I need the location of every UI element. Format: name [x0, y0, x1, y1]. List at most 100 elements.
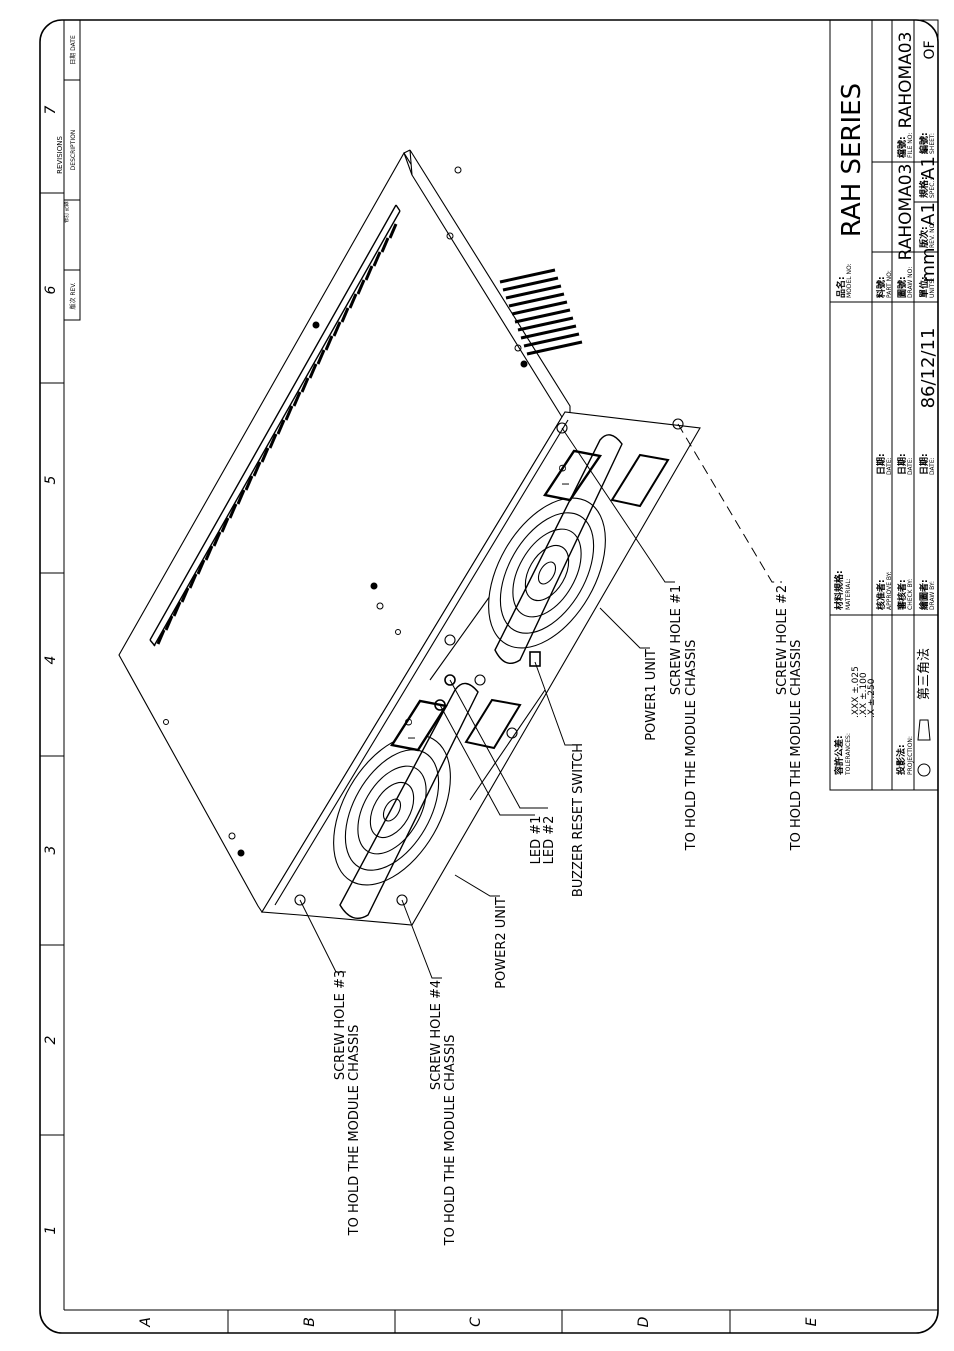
fileno-label: FILE NO:: [907, 133, 914, 158]
projection-label: PROJECTION:: [907, 736, 914, 775]
revision-desc-cn: 修訂 記錄: [63, 201, 70, 223]
units-cn: 單位:: [918, 276, 930, 298]
power1-switch: [543, 449, 603, 502]
side-vent-slots: [499, 268, 583, 356]
zone-number: 3: [43, 846, 59, 855]
buzzer-label: BUZZER RESET SWITCH: [571, 743, 586, 897]
part-label: PART NO:: [886, 270, 893, 298]
zone-numbers: 1 2 3 4 5 6 7: [43, 105, 59, 1234]
check-cn: 審核者:: [896, 579, 908, 611]
sheet-cn: 編號:: [918, 132, 930, 154]
sheet-value: OF: [922, 40, 938, 59]
material-label: MATERIAL:: [845, 578, 852, 610]
draw-label: DRAW BY:: [929, 581, 936, 610]
approve-label: APPROVE BY:: [886, 571, 893, 610]
date-value: 86/12/11: [918, 328, 939, 409]
rev-label: REV. NO:: [929, 222, 936, 248]
power2-handle: [339, 682, 479, 919]
zone-number: 7: [43, 105, 59, 114]
revision-header: REVISIONS: [56, 136, 64, 174]
drawno-label: DRAW NO:: [907, 267, 914, 298]
identity-cell: 品名: MODEL NO: RAH SERIES 料號: PART NO: 圖號…: [835, 32, 939, 298]
projection-cn: 投影法:: [895, 744, 907, 775]
projection-value: 第三角法: [917, 648, 932, 700]
date-label: DATE:: [886, 457, 893, 475]
tolerance-row: .XXX ±.025: [851, 666, 861, 718]
screw-1: [556, 422, 568, 434]
screw-hole-1-title: SCREW HOLE #1: [669, 585, 684, 695]
zone-number: 6: [43, 285, 59, 294]
date-label: DATE:: [929, 457, 936, 475]
drawno-value: RAHOMA03: [896, 164, 916, 261]
screw-hole-4-title: SCREW HOLE #4: [429, 980, 444, 1090]
power1-inlet: [610, 453, 670, 508]
projection-symbol: [917, 763, 931, 777]
power1-handle: [494, 434, 623, 664]
screw-hole-4-desc: TO HOLD THE MODULE CHASSIS: [443, 1035, 458, 1247]
zone-letter: B: [302, 1317, 318, 1327]
zone-letter: C: [468, 1317, 484, 1327]
zone-letter: A: [138, 1317, 154, 1328]
screw-4: [396, 894, 408, 906]
tolerance-row: .XX ±.100: [859, 672, 869, 718]
power2-label: POWER2 UNIT: [494, 897, 509, 989]
zone-letters: A B C D E: [138, 1316, 820, 1327]
zone-number: 4: [43, 656, 59, 665]
zone-letter-ticks: [227, 1310, 731, 1333]
top-vent-slots: [149, 204, 401, 647]
revision-block: REVISIONS 版次 REV. 修訂 記錄 DESCRIPTION 日期 D…: [56, 19, 81, 321]
spec-cn: 規格:: [918, 176, 930, 198]
part-cn: 料號:: [875, 276, 887, 298]
led-2: [444, 674, 456, 686]
screw-hole-3-desc: TO HOLD THE MODULE CHASSIS: [347, 1025, 362, 1237]
zone-number: 1: [43, 1226, 59, 1235]
model-value: RAH SERIES: [837, 83, 867, 237]
switch-mark: O: [404, 718, 415, 726]
led-1: [434, 699, 446, 711]
projection-symbol: [917, 719, 931, 741]
fileno-value: RAHOMA03: [896, 32, 916, 129]
switch-mark: I: [407, 737, 418, 740]
spec-label: SPEC.:: [929, 179, 936, 198]
zone-number: 5: [43, 475, 59, 484]
screw-hole-3-title: SCREW HOLE #3: [333, 970, 348, 1080]
fileno-cn: 檔號:: [896, 136, 908, 158]
model-cn: 品名:: [835, 276, 847, 298]
led2-label: LED #2: [542, 816, 557, 865]
approve-cn: 核准者:: [875, 579, 887, 610]
approvals-cell: 材料規格: MATERIAL: 核准者: APPROVE BY: 審核者: CH…: [833, 328, 939, 611]
units-value: mm: [918, 247, 939, 282]
revision-date-col: 日期 DATE: [69, 35, 77, 65]
zone-number: 2: [43, 1035, 59, 1044]
date-cn: 日期:: [896, 453, 908, 475]
material-cn: 材料規格:: [833, 570, 845, 611]
screw-2: [672, 418, 684, 430]
screw-hole-2-desc: TO HOLD THE MODULE CHASSIS: [789, 640, 804, 852]
buzzer-reset-switch: [529, 651, 541, 667]
rev-cn: 版次:: [918, 226, 930, 249]
screw-hole-1-desc: TO HOLD THE MODULE CHASSIS: [684, 640, 699, 852]
units-label: UNITS:: [929, 278, 936, 298]
tolerances-label: TOLERANCES:: [845, 733, 852, 776]
tolerance-row: .X ±.250: [867, 678, 877, 718]
tolerances-cell: 容許公差: TOLERANCES: .XXX ±.025 .XX ±.100 .…: [833, 648, 932, 777]
spec-value: A1: [918, 156, 939, 180]
switch-mark: O: [558, 464, 569, 472]
drawno-cn: 圖號:: [896, 276, 908, 298]
zone-letter: E: [804, 1317, 820, 1326]
revision-desc-col: DESCRIPTION: [70, 130, 77, 171]
date-cn: 日期:: [918, 453, 930, 475]
date-cn: 日期:: [875, 453, 887, 475]
zone-letter: D: [636, 1316, 652, 1327]
date-label: DATE:: [907, 457, 914, 475]
revision-rev-col: 版次 REV.: [69, 282, 77, 309]
tolerances-cn: 容許公差:: [833, 735, 845, 776]
power1-label: POWER1 UNIT: [644, 649, 659, 741]
zone-number-ticks: [40, 192, 64, 1136]
sheet-label: SHEET:: [929, 133, 936, 154]
screw-hole-2-title: SCREW HOLE #2: [775, 585, 790, 695]
power2-inlet: [464, 698, 522, 750]
panel-holes: [163, 166, 528, 857]
screw-3: [294, 894, 306, 906]
